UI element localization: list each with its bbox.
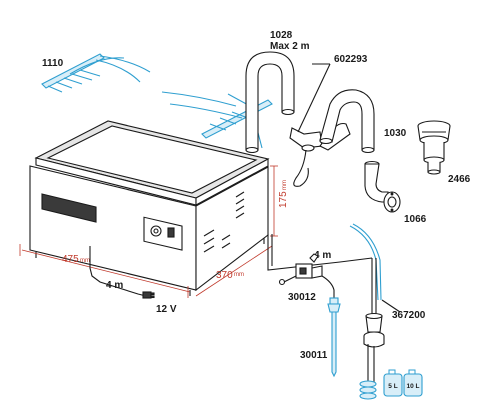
- label-1030: 1030: [384, 128, 407, 139]
- part-1030-elbow: [319, 89, 375, 154]
- dimension-depth: 370: [216, 270, 233, 281]
- part-2466-cap: [417, 120, 451, 175]
- dimension-width: 475: [62, 254, 79, 265]
- rack-top-rail: [41, 53, 105, 89]
- dimension-lines: [19, 165, 278, 298]
- part-30011-dosing: [321, 275, 341, 378]
- side-lip: [195, 158, 269, 206]
- label-602293: 602293: [334, 54, 368, 65]
- label-1028-max: Max 2 m: [270, 41, 310, 52]
- canister-5l-label: 5 L: [388, 383, 397, 390]
- dimension-depth-unit: mm: [234, 272, 244, 278]
- rack-lower-rail: [201, 99, 273, 139]
- control-panel: [143, 216, 183, 251]
- part-367200-pump: [349, 223, 401, 384]
- canister-10l-label: 10 L: [406, 383, 419, 390]
- part-30012-valve: [278, 253, 323, 286]
- control-knob[interactable]: [150, 225, 162, 237]
- canister-10l: 10 L: [403, 369, 423, 397]
- power-cable: [89, 246, 155, 299]
- label-1028: 1028: [270, 30, 293, 41]
- canister-5l: 5 L: [383, 369, 403, 397]
- dimension-height-unit: mm: [282, 180, 288, 190]
- part-602293-pipe: [289, 63, 351, 187]
- part-1028-u-pipe: [245, 51, 295, 154]
- side-vents: [203, 191, 245, 253]
- control-knob-center: [153, 228, 159, 234]
- dimension-height: 175: [278, 191, 289, 208]
- label-1110: 1110: [42, 58, 64, 69]
- griddle-plate: [46, 125, 258, 194]
- hose-length-right: 4 m: [314, 250, 331, 261]
- front-slot: [41, 193, 97, 223]
- hose-clamps: [359, 380, 377, 400]
- part-1066-elbow-flange: [364, 160, 401, 213]
- cable-length-left: 4 m: [106, 280, 123, 291]
- power-switch[interactable]: [167, 227, 175, 238]
- label-2466: 2466: [448, 174, 471, 185]
- power-plug: [142, 291, 152, 299]
- label-30011: 30011: [300, 350, 328, 361]
- dimension-width-unit: mm: [80, 258, 90, 264]
- voltage-label: 12 V: [156, 304, 177, 315]
- label-30012: 30012: [288, 292, 316, 303]
- label-367200: 367200: [392, 310, 426, 321]
- label-1066: 1066: [404, 214, 427, 225]
